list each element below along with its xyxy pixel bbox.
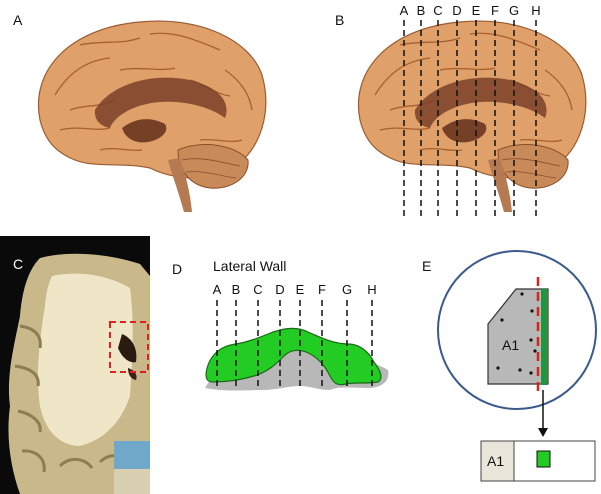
panel-b-cut-label-a: A — [400, 3, 409, 18]
panel-d-cut-label-g: G — [342, 282, 352, 297]
panel-b-label: B — [335, 12, 345, 28]
panel-d-cut-label-a: A — [213, 282, 222, 297]
panel-d-cut-label-d: D — [275, 282, 284, 297]
panel-e-box-green — [536, 450, 551, 468]
panel-e-dots — [496, 292, 537, 375]
panel-c-coronal-section — [0, 236, 150, 494]
panel-b-cut-label-d: D — [452, 3, 461, 18]
panel-d-cut-label-b: B — [232, 282, 241, 297]
panel-d-title: Lateral Wall — [213, 258, 287, 274]
panel-d-cut-label-c: C — [253, 282, 262, 297]
panel-b-cut-label-f: F — [491, 3, 499, 18]
panel-b-cut-label-h: H — [531, 3, 540, 18]
panel-e-region — [487, 288, 549, 385]
panel-a-label: A — [13, 12, 23, 28]
panel-e-box-label: A1 — [487, 453, 505, 469]
panel-e-label: E — [422, 258, 432, 274]
panel-b-cut-label-b: B — [417, 3, 426, 18]
panel-d-label: D — [172, 261, 183, 277]
panel-b-cut-label-c: C — [433, 3, 442, 18]
panel-d-cut-label-f: F — [318, 282, 326, 297]
panel-e-green-strip — [541, 289, 547, 385]
panel-c-label: C — [13, 256, 24, 272]
panel-b-cut-label-e: E — [472, 3, 481, 18]
panel-d-cut-label-e: E — [296, 282, 305, 297]
panel-c-roi-box — [109, 321, 149, 373]
panel-b-cut-label-g: G — [509, 3, 519, 18]
panel-e-region-label: A1 — [502, 337, 520, 353]
panel-d-cut-label-h: H — [367, 282, 376, 297]
